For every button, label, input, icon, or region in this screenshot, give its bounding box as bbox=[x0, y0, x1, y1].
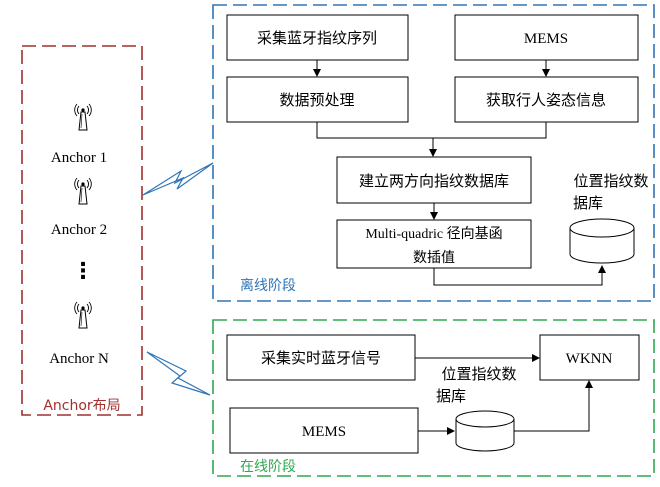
database-cylinder-icon bbox=[569, 218, 635, 264]
offline-panel-title: 离线阶段 bbox=[240, 277, 296, 294]
anchor-ellipsis: ⋮ bbox=[72, 259, 94, 284]
anchor-n-label: Anchor N bbox=[49, 351, 109, 367]
interpolation-box bbox=[336, 219, 532, 269]
preprocess-label: 数据预处理 bbox=[279, 91, 354, 109]
antenna-icon bbox=[74, 177, 92, 205]
realtime-signal-box bbox=[226, 334, 416, 381]
arrow-interp-to-db bbox=[433, 265, 606, 286]
anchor-panel-border bbox=[21, 45, 143, 416]
online-panel-title: 在线阶段 bbox=[240, 459, 296, 475]
anchor-1-label: Anchor 1 bbox=[51, 150, 107, 166]
anchor-2-label: Anchor 2 bbox=[51, 222, 107, 238]
pose-box bbox=[454, 76, 639, 123]
arrow-db-to-wknn bbox=[514, 380, 593, 432]
anchor-panel-title: Anchor布局 bbox=[43, 398, 120, 414]
lightning-bolt-icon bbox=[142, 162, 214, 196]
offline-panel: 采集蓝牙指纹序列 MEMS 数据预处理 获取行人姿态信息 建立两方向指纹数据库 … bbox=[212, 4, 655, 302]
connector-merge bbox=[316, 122, 547, 156]
build-database-label: 建立两方向指纹数据库 bbox=[359, 172, 509, 190]
offline-db-label-line1: 位置指纹数 bbox=[573, 172, 648, 190]
interpolation-label-line1: Multi-quadric 径向基函 bbox=[365, 225, 502, 242]
realtime-signal-label: 采集实时蓝牙信号 bbox=[261, 349, 381, 367]
mems-label: MEMS bbox=[524, 31, 568, 47]
wknn-box bbox=[539, 334, 640, 381]
build-database-box bbox=[336, 156, 532, 204]
interpolation-label-line2: 数插值 bbox=[413, 250, 455, 266]
online-panel: 采集实时蓝牙信号 WKNN MEMS 位置指纹数 据库 在线阶段 bbox=[212, 319, 655, 477]
antenna-icon bbox=[74, 103, 92, 131]
online-db-label-line2: 据库 bbox=[436, 387, 466, 405]
preprocess-box bbox=[226, 76, 409, 123]
online-db-label-line1: 位置指纹数 bbox=[441, 365, 516, 383]
database-cylinder-icon bbox=[455, 410, 515, 452]
pose-label: 获取行人姿态信息 bbox=[486, 91, 606, 109]
offline-panel-border bbox=[212, 4, 655, 302]
online-mems-label: MEMS bbox=[302, 424, 346, 440]
antenna-icon bbox=[74, 301, 92, 329]
offline-db-label-line2: 据库 bbox=[573, 194, 603, 212]
mems-box bbox=[454, 14, 639, 61]
lightning-bolt-icon bbox=[146, 351, 211, 396]
anchor-panel: Anchor 1 Anchor 2 ⋮ Anchor N Anchor布局 bbox=[21, 45, 143, 416]
wknn-label: WKNN bbox=[566, 351, 613, 367]
collect-sequence-box bbox=[226, 14, 409, 61]
online-panel-border bbox=[212, 319, 655, 477]
collect-sequence-label: 采集蓝牙指纹序列 bbox=[257, 29, 377, 47]
